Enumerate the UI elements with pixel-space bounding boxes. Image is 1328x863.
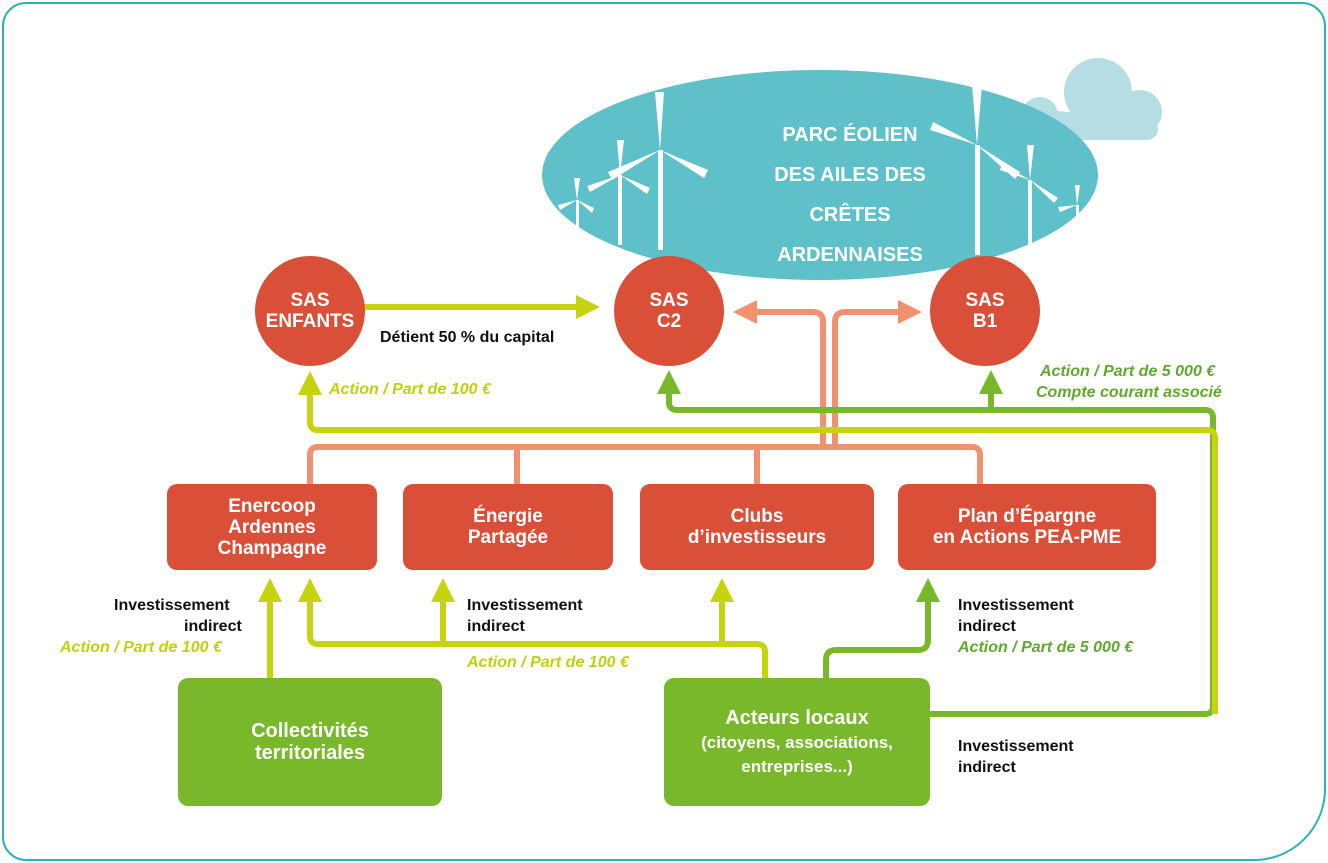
action-100-mid-label: Action / Part de 100 € <box>467 654 629 671</box>
indirect-bottom: indirect <box>958 759 1016 776</box>
arrow-acteurs-to-pea <box>823 578 940 678</box>
indirect-mid: indirect <box>467 618 525 635</box>
node-energie-partagee: Énergie Partagée <box>403 484 613 570</box>
inv-indirect-mid: Investissement <box>467 597 583 614</box>
park-line-3: ARDENNAISES <box>777 244 923 266</box>
sas-enfants-node: SAS ENFANTS <box>255 256 365 366</box>
node-acteurs-locaux: Acteurs locaux (citoyens, associations, … <box>664 678 930 806</box>
capital-label: Détient 50 % du capital <box>380 329 555 346</box>
wind-turbine-icon <box>558 85 1080 255</box>
wind-park-title: PARC ÉOLIEN DES AILES DES CRÊTES ARDENNA… <box>740 115 960 275</box>
action-100-top-label: Action / Part de 100 € <box>329 381 491 398</box>
salmon-bus <box>307 444 983 484</box>
lime-line-enfants <box>298 371 1218 714</box>
acteurs-title: Acteurs locaux <box>725 707 869 729</box>
arrow-bus-to-c2 <box>733 300 826 447</box>
wind-park-ellipse <box>542 70 1098 280</box>
green-bus <box>657 370 1216 717</box>
park-line-1: PARC ÉOLIEN <box>782 124 918 146</box>
inv-indirect-bottom: Investissement <box>958 738 1074 755</box>
node-pea-pme: Plan d’Épargne en Actions PEA-PME <box>898 484 1156 570</box>
acteurs-line-2: (citoyens, associations, <box>701 733 893 752</box>
action-100-left-label: Action / Part de 100 € <box>60 639 222 656</box>
inv-indirect-left: Investissement <box>114 597 230 614</box>
acteurs-line-3: entreprises...) <box>741 757 853 776</box>
action-5000-right-label: Action / Part de 5 000 € <box>958 639 1134 656</box>
indirect-right: indirect <box>958 618 1016 635</box>
node-enercoop: Enercoop Ardennes Champagne <box>167 484 377 570</box>
node-collectivites: Collectivités territoriales <box>178 678 442 806</box>
indirect-left: indirect <box>184 618 242 635</box>
lime-bus-acteurs <box>298 578 768 678</box>
compte-courant-label: Compte courant associé <box>1036 384 1222 401</box>
park-line-2: DES AILES DES CRÊTES <box>774 164 926 226</box>
action-5000-top-label: Action / Part de 5 000 € <box>1040 363 1216 380</box>
arrow-bus-to-b1 <box>832 300 922 447</box>
sas-b1-node: SAS B1 <box>930 256 1040 366</box>
inv-indirect-right: Investissement <box>958 597 1074 614</box>
sas-c2-node: SAS C2 <box>614 256 724 366</box>
node-clubs-investisseurs: Clubs d’investisseurs <box>640 484 874 570</box>
